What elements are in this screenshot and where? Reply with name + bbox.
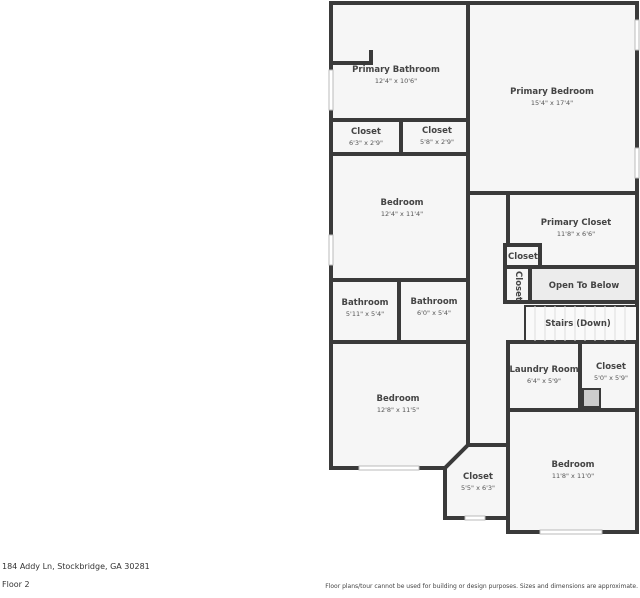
room-bathroom: Bathroom 6'0" x 5'4" xyxy=(410,297,457,317)
room-dims: 6'3" x 2'9" xyxy=(348,139,384,147)
room-name: Closet xyxy=(422,126,452,136)
window xyxy=(358,465,420,471)
bathroom-area xyxy=(397,278,470,344)
room-name: Primary Bathroom xyxy=(352,65,440,75)
room-bathroom: Bathroom 5'11" x 5'4" xyxy=(341,298,388,318)
room-bedroom: Bedroom 12'8" x 11'5" xyxy=(376,394,419,414)
window xyxy=(464,515,486,521)
disclaimer: Floor plans/tour cannot be used for buil… xyxy=(325,583,638,590)
room-closet: Closet 6'3" x 2'9" xyxy=(349,127,383,147)
room-name: Closet xyxy=(513,271,523,301)
room-name: Primary Bedroom xyxy=(510,87,594,97)
window xyxy=(328,234,334,266)
floor-label: Floor 2 xyxy=(2,580,30,589)
room-dims: 5'5" x 6'3" xyxy=(460,484,496,492)
bedroom-area xyxy=(506,408,639,534)
room-bedroom: Bedroom 12'4" x 11'4" xyxy=(380,198,423,218)
room-name: Bedroom xyxy=(380,198,424,208)
room-dims: 6'0" x 5'4" xyxy=(416,309,452,317)
bedroom-area xyxy=(329,152,470,282)
room-closet: Closet xyxy=(508,252,538,262)
room-dims: 11'8" x 11'0" xyxy=(551,472,595,480)
room-dims: 6'4" x 5'9" xyxy=(526,377,562,385)
room-name: Closet xyxy=(596,362,626,372)
room-name: Stairs (Down) xyxy=(545,319,611,329)
room-dims: 11'8" x 6'6" xyxy=(556,230,596,238)
room-dims: 12'4" x 11'4" xyxy=(380,210,424,218)
wall xyxy=(331,50,373,65)
room-name: Bedroom xyxy=(376,394,420,404)
room-name: Laundry Room xyxy=(509,365,579,375)
address: 184 Addy Ln, Stockbridge, GA 30281 xyxy=(2,562,150,571)
hvac-chase xyxy=(582,388,601,408)
room-closet: Closet 5'0" x 5'9" xyxy=(594,362,628,382)
room-name: Primary Closet xyxy=(540,218,612,228)
room-closet: Closet 5'5" x 6'3" xyxy=(461,472,495,492)
room-name: Open To Below xyxy=(548,281,620,291)
window xyxy=(539,529,603,535)
room-name: Closet xyxy=(463,472,493,482)
open-to-below-area xyxy=(528,265,639,304)
room-dims: 5'0" x 5'9" xyxy=(593,374,629,382)
room-stairs: Stairs (Down) xyxy=(545,319,611,329)
room-bedroom: Bedroom 11'8" x 11'0" xyxy=(551,460,594,480)
primary-bedroom-area xyxy=(466,1,639,195)
room-dims: 5'11" x 5'4" xyxy=(345,310,385,318)
room-name: Bedroom xyxy=(551,460,595,470)
window xyxy=(634,147,640,179)
room-closet: Closet xyxy=(513,271,523,301)
room-dims: 12'8" x 11'5" xyxy=(376,406,420,414)
window xyxy=(634,19,640,51)
room-name: Bathroom xyxy=(341,298,389,308)
window xyxy=(328,69,334,111)
stairs xyxy=(524,305,638,342)
room-closet: Closet 5'8" x 2'9" xyxy=(420,126,454,146)
room-primary-bedroom: Primary Bedroom 15'4" x 17'4" xyxy=(510,87,594,107)
room-open-to-below: Open To Below xyxy=(549,281,619,291)
room-name: Bathroom xyxy=(410,297,458,307)
room-dims: 5'8" x 2'9" xyxy=(419,138,455,146)
room-laundry: Laundry Room 6'4" x 5'9" xyxy=(509,365,578,385)
room-name: Closet xyxy=(351,127,381,137)
room-primary-closet: Primary Closet 11'8" x 6'6" xyxy=(541,218,612,238)
room-name: Closet xyxy=(508,252,538,262)
room-primary-bathroom: Primary Bathroom 12'4" x 10'6" xyxy=(352,65,440,85)
room-dims: 12'4" x 10'6" xyxy=(374,77,418,85)
closet-area xyxy=(503,265,532,304)
room-dims: 15'4" x 17'4" xyxy=(530,99,574,107)
